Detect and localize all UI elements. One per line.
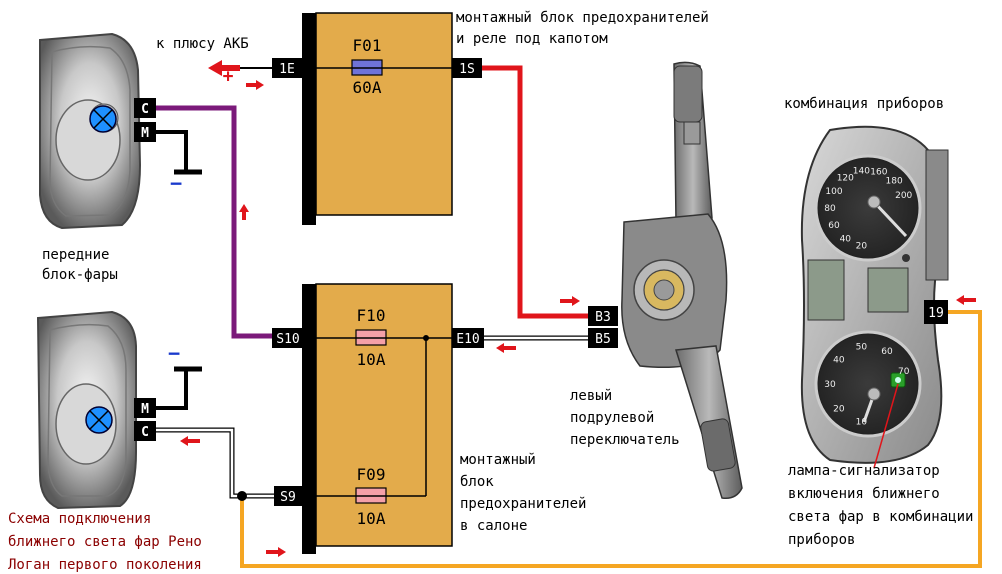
arrow-icon-red-right	[560, 296, 580, 306]
rpm-tick-30: 30	[824, 380, 836, 390]
svg-text:B3: B3	[595, 310, 611, 325]
fuse-f10-rating: 10A	[357, 350, 386, 369]
underhood-block-label-2: и реле под капотом	[456, 31, 608, 47]
indicator-label-1: лампа-сигнализатор	[788, 463, 940, 479]
plus-symbol: +	[223, 66, 234, 87]
dashboard-label: комбинация приборов	[784, 96, 944, 112]
pin-s9: S9	[274, 486, 302, 506]
arrow-icon-purple-up	[239, 204, 249, 220]
rpm-tick-50: 50	[856, 343, 868, 353]
speed-tick-120: 120	[837, 174, 854, 184]
bulb-icon-top	[89, 105, 117, 133]
pin-b5: B5	[588, 328, 618, 348]
headlights-label-2: блок-фары	[42, 267, 118, 283]
underhood-fuse-block	[300, 12, 453, 225]
wire-purple	[156, 105, 276, 339]
lamp-pointer	[873, 383, 899, 469]
stalk-label-1: левый	[570, 388, 612, 404]
fuse-f10-name: F10	[357, 306, 386, 325]
fuse-f01-rating: 60A	[353, 78, 382, 97]
speed-tick-200: 200	[895, 191, 912, 201]
rpm-tick-20: 20	[833, 404, 845, 414]
wire-orange	[240, 310, 982, 568]
svg-text:S10: S10	[276, 332, 299, 347]
arrow-icon-battery	[208, 60, 240, 76]
svg-text:M: M	[141, 126, 149, 141]
headlight-bottom	[36, 310, 137, 510]
ground-wire-top	[156, 130, 188, 172]
rpm-tick-70: 70	[898, 367, 910, 377]
caption-line-2: ближнего света фар Рено	[8, 534, 202, 550]
arrow-icon-battery-small	[246, 80, 264, 90]
junction-dot	[237, 491, 247, 501]
pin-b3: B3	[588, 306, 618, 326]
fuse-f09-rating: 10A	[357, 509, 386, 528]
pin-s10: S10	[272, 328, 304, 348]
wire-red	[482, 65, 588, 319]
speed-tick-80: 80	[824, 204, 836, 214]
wire-white-c-s9	[156, 427, 276, 499]
fuse-f09	[355, 487, 387, 504]
svg-text:C: C	[141, 425, 149, 440]
pin-1s: 1S	[452, 58, 482, 78]
speed-tick-20: 20	[856, 241, 868, 251]
battery-label: к плюсу АКБ	[156, 36, 249, 52]
svg-text:19: 19	[928, 306, 944, 321]
svg-text:1S: 1S	[459, 62, 475, 77]
cabin-block-label-4: в салоне	[460, 518, 527, 534]
indicator-label-3: света фар в комбинации	[788, 509, 973, 525]
pin-19: 19	[924, 300, 948, 324]
pin-1e: 1E	[272, 58, 302, 78]
rpm-tick-10: 10	[856, 417, 868, 427]
svg-text:C: C	[141, 102, 149, 117]
minus-symbol-bottom: −	[168, 341, 180, 365]
pin-top-m: M	[134, 122, 156, 142]
svg-text:B5: B5	[595, 332, 611, 347]
stalk-label-3: переключатель	[570, 432, 680, 448]
caption-line-1: Схема подключения	[8, 511, 151, 527]
rpm-tick-60: 60	[881, 347, 893, 357]
arrow-icon-b5-left	[496, 343, 516, 353]
arrow-icon-c-left	[180, 436, 200, 446]
svg-text:S9: S9	[280, 490, 296, 505]
rpm-tick-40: 40	[833, 356, 845, 366]
fuse-f09-name: F09	[357, 465, 386, 484]
fuse-f01	[351, 59, 383, 76]
ground-wire-bottom	[156, 370, 188, 410]
svg-text:1E: 1E	[279, 62, 295, 77]
headlight-top	[39, 32, 142, 230]
arrow-icon-19-left	[956, 295, 976, 305]
low-beam-lamp-icon	[890, 372, 906, 388]
caption-line-3: Логан первого поколения	[8, 557, 202, 573]
indicator-label-4: приборов	[788, 532, 855, 548]
instrument-cluster	[800, 125, 949, 464]
minus-symbol-top: −	[170, 171, 182, 195]
pin-top-c: C	[134, 98, 156, 118]
stalk-label-2: подрулевой	[570, 410, 654, 426]
pin-e10: E10	[452, 328, 484, 348]
cabin-block-label-1: монтажный	[460, 452, 536, 468]
underhood-block-label-1: монтажный блок предохранителей	[456, 10, 709, 26]
speed-tick-100: 100	[825, 187, 842, 197]
indicator-label-2: включения ближнего	[788, 486, 940, 502]
pin-bottom-m: M	[134, 398, 156, 418]
svg-text:M: M	[141, 402, 149, 417]
speed-tick-60: 60	[828, 221, 840, 231]
speed-tick-180: 180	[886, 176, 903, 186]
pin-bottom-c: C	[134, 421, 156, 441]
speed-tick-40: 40	[840, 235, 852, 245]
fuse-f01-name: F01	[353, 36, 382, 55]
tachometer-tick-labels: 10 20 30 40 50 60 70	[824, 343, 909, 428]
stalk-switch	[621, 61, 743, 500]
cabin-block-label-2: блок	[460, 474, 494, 490]
speed-tick-140: 140	[853, 167, 870, 177]
speed-tick-160: 160	[870, 168, 887, 178]
cabin-block-label-3: предохранителей	[460, 496, 586, 512]
headlights-label-1: передние	[42, 247, 109, 263]
fuse-f10	[355, 329, 387, 346]
svg-text:E10: E10	[456, 332, 479, 347]
arrow-icon-orange-right	[266, 547, 286, 557]
bulb-icon-bottom	[85, 406, 113, 434]
